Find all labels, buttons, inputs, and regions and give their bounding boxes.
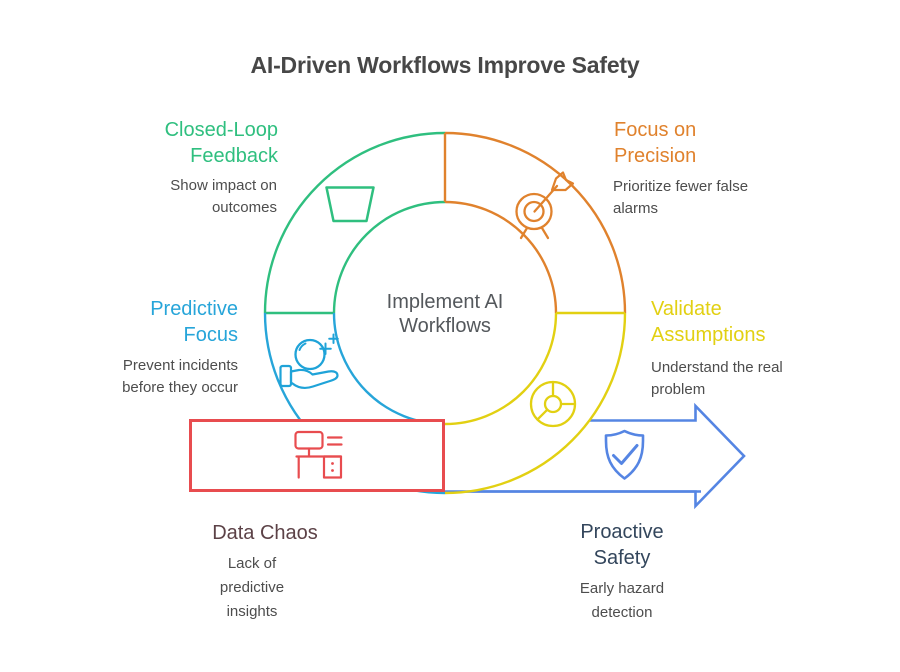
closed-loop-feedback-heading: Closed-Loop Feedback <box>164 119 278 167</box>
ring-segment-green <box>263 131 446 315</box>
predictive-focus-heading: Predictive Focus <box>150 298 238 346</box>
predictive-focus-body: Prevent incidents before they occur <box>122 357 238 396</box>
desk-computer-icon <box>294 430 343 479</box>
validate-assumptions-heading: Validate Assumptions <box>651 298 766 346</box>
data-chaos-body: Lack of predictive insights <box>219 555 285 620</box>
proactive-safety-heading: Proactive Safety <box>580 521 664 569</box>
hand-sphere-icon <box>279 333 339 390</box>
validate-assumptions-body: Understand the real problem <box>651 359 783 398</box>
closed-loop-feedback-body: Show impact on outcomes <box>170 177 277 216</box>
ship-wheel-icon <box>529 380 577 428</box>
ring-segment-yellow <box>444 311 627 495</box>
shield-check-icon <box>604 429 645 480</box>
funnel-icon <box>325 186 375 223</box>
page-title: AI-Driven Workflows Improve Safety <box>250 52 640 78</box>
target-dart-icon <box>515 171 575 240</box>
proactive-safety-body: Early hazard detection <box>579 580 665 621</box>
focus-on-precision-body: Prioritize fewer false alarms <box>613 178 749 217</box>
center-label: Implement AI Workflows <box>386 291 504 337</box>
focus-on-precision-heading: Focus on Precision <box>614 119 697 167</box>
data-chaos-heading: Data Chaos <box>212 522 318 544</box>
donut-ring <box>263 131 701 495</box>
